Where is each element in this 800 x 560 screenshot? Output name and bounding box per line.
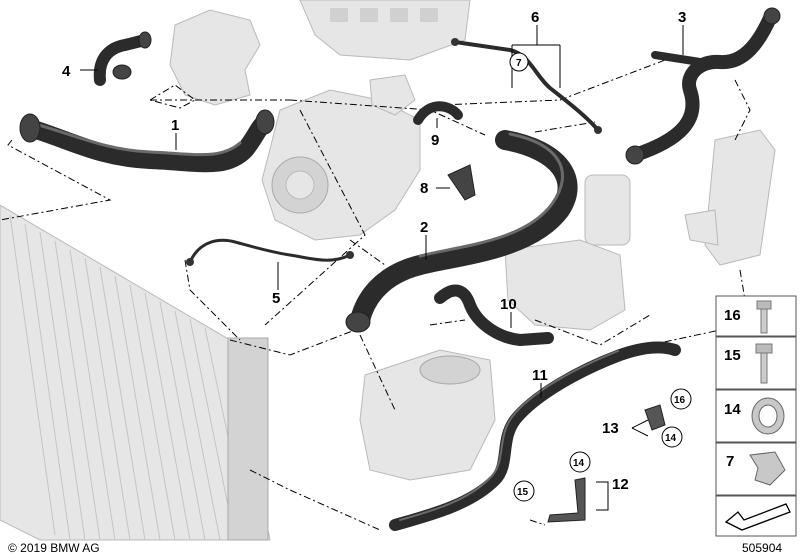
hose-4[interactable] — [93, 31, 152, 86]
legend-item-16[interactable]: 16 — [715, 295, 797, 337]
callout-15[interactable]: 15 — [517, 487, 529, 498]
callout-4[interactable]: 4 — [62, 63, 71, 80]
engine-block — [299, 0, 471, 61]
callout-7[interactable]: 7 — [516, 58, 522, 69]
legend-arrow-box[interactable] — [715, 495, 797, 537]
callout-labels: 1 2 3 4 5 6 7 8 9 10 11 12 13 14 14 15 1… — [62, 9, 692, 502]
thermostat-housing — [169, 9, 261, 106]
callout-11[interactable]: 11 — [532, 367, 548, 384]
hose-clip-icon — [749, 451, 786, 486]
callout-16[interactable]: 16 — [674, 395, 686, 406]
callout-14a[interactable]: 14 — [665, 433, 677, 444]
legend-label-7: 7 — [726, 453, 734, 470]
callout-15-circle — [513, 480, 535, 502]
hose-9[interactable] — [413, 101, 463, 125]
legend-label-15: 15 — [724, 347, 741, 364]
legend-item-14[interactable]: 14 — [715, 389, 797, 443]
hose-2[interactable] — [345, 130, 578, 333]
parts-legend: 16 15 14 7 — [715, 295, 797, 537]
hose-1[interactable] — [19, 109, 275, 173]
callout-3[interactable]: 3 — [678, 9, 686, 26]
arrow-icon — [724, 503, 791, 531]
leader-lines — [80, 25, 684, 511]
hose-10[interactable] — [434, 284, 554, 346]
callout-14a-circle — [661, 426, 683, 448]
callout-16-circle — [670, 388, 692, 410]
pipe-5[interactable] — [186, 238, 354, 266]
bracket-12[interactable] — [547, 477, 586, 523]
legend-label-14: 14 — [724, 401, 741, 418]
legend-label-16: 16 — [724, 307, 741, 324]
water-pump — [261, 74, 421, 241]
callout-6[interactable]: 6 — [531, 9, 539, 26]
callout-8[interactable]: 8 — [420, 180, 428, 197]
hose-11[interactable] — [389, 341, 681, 531]
callout-14b-circle — [569, 451, 591, 473]
legend-item-7[interactable]: 7 — [715, 442, 797, 496]
callout-14b[interactable]: 14 — [573, 458, 585, 469]
auxiliary-cooler — [684, 129, 776, 266]
connection-lines — [0, 59, 751, 531]
hose-3[interactable] — [625, 7, 781, 165]
clamp-ring-icon — [751, 397, 785, 435]
bolt-icon — [756, 300, 772, 334]
bracket-13[interactable] — [644, 404, 666, 431]
callout-9[interactable]: 9 — [431, 132, 439, 149]
expansion-tank — [359, 349, 496, 481]
diagram-id: 505904 — [742, 541, 783, 555]
radiator — [0, 204, 271, 541]
callout-7-circle — [509, 52, 529, 72]
callout-1[interactable]: 1 — [171, 117, 179, 134]
pipe-6[interactable] — [451, 38, 602, 134]
bracket-8[interactable] — [447, 164, 476, 201]
callout-13[interactable]: 13 — [602, 420, 619, 437]
callout-10[interactable]: 10 — [500, 296, 517, 313]
callout-5[interactable]: 5 — [272, 290, 280, 307]
screw-icon — [755, 343, 773, 384]
legend-item-15[interactable]: 15 — [715, 336, 797, 390]
oil-filter-housing — [504, 174, 631, 331]
copyright-notice: © 2019 BMW AG — [8, 541, 100, 555]
callout-2[interactable]: 2 — [420, 219, 428, 236]
callout-12[interactable]: 12 — [612, 476, 629, 493]
